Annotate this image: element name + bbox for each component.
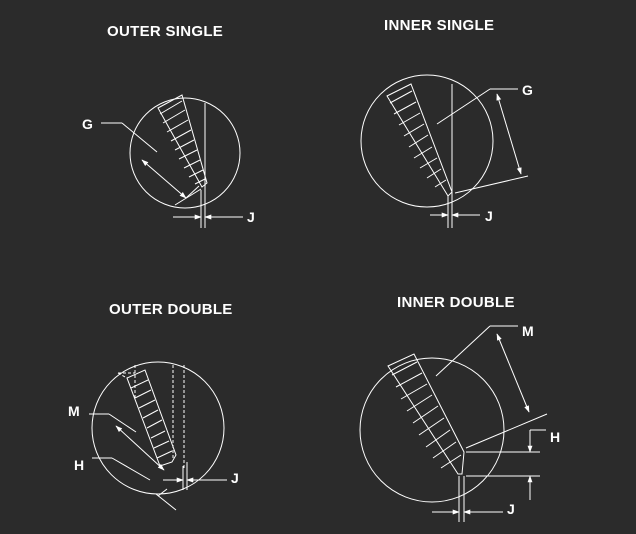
outer-single-circle	[129, 97, 241, 209]
inner-single-diagram: G J	[360, 74, 533, 228]
outer-double-h-label: H	[74, 457, 84, 473]
outer-single-j-label: J	[247, 209, 255, 225]
inner-double-hatch	[391, 361, 462, 469]
inner-double-diagram: M H J	[359, 323, 560, 522]
inner-double-m-dimension	[496, 333, 530, 413]
inner-single-circle	[360, 74, 494, 208]
inner-single-title: INNER SINGLE	[384, 17, 495, 34]
outer-double-blade	[126, 369, 177, 467]
outer-double-hatch	[130, 379, 173, 459]
outer-single-diagram: G J	[82, 94, 255, 228]
inner-double-h-label: H	[550, 429, 560, 445]
outer-double-diagram: M H J	[68, 361, 239, 511]
outer-single-title: OUTER SINGLE	[107, 23, 224, 40]
outer-single-blade	[157, 94, 208, 188]
inner-single-g-label: G	[522, 82, 533, 98]
outer-double-m-label: M	[68, 403, 80, 419]
inner-double-circle	[359, 357, 505, 503]
outer-single-g-label: G	[82, 116, 93, 132]
inner-double-blade	[387, 353, 465, 475]
outer-double-title: OUTER DOUBLE	[109, 301, 233, 318]
inner-double-m-label: M	[522, 323, 534, 339]
inner-single-g-dimension	[496, 93, 522, 175]
inner-single-j-label: J	[485, 208, 493, 224]
outer-double-j-label: J	[231, 470, 239, 486]
inner-double-title: INNER DOUBLE	[397, 294, 515, 311]
outer-single-hatch	[159, 100, 206, 185]
outer-single-g-dimension	[141, 159, 187, 199]
outer-double-m-dimension	[115, 425, 165, 471]
outer-double-circle	[91, 361, 225, 495]
inner-single-hatch	[389, 90, 447, 188]
inner-double-j-label: J	[507, 501, 515, 517]
